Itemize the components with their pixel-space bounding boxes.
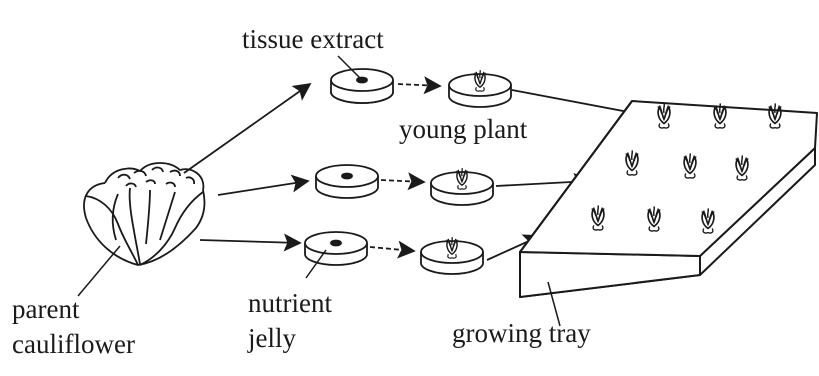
transfer-arrows [370, 84, 440, 251]
young-plant-dish-row2 [431, 168, 493, 205]
label-parent-line2: cauliflower [12, 331, 135, 358]
route-arrows [184, 84, 310, 243]
culture-dish-row3 [305, 232, 367, 265]
culture-dish-row1 [331, 69, 393, 103]
label-growing-tray: growing tray [452, 320, 591, 347]
growing-tray-icon [520, 101, 817, 297]
young-plant-dish-row1 [449, 70, 511, 107]
label-parent-line1: parent [12, 296, 79, 323]
label-nutrient-line2: jelly [248, 325, 296, 352]
label-young-plant: young plant [399, 116, 527, 143]
cauliflower-icon [84, 163, 205, 265]
label-tissue-extract: tissue extract [242, 26, 384, 53]
label-nutrient-line1: nutrient [248, 290, 332, 317]
young-plant-dish-row3 [421, 237, 483, 274]
culture-dish-row2 [316, 165, 378, 198]
